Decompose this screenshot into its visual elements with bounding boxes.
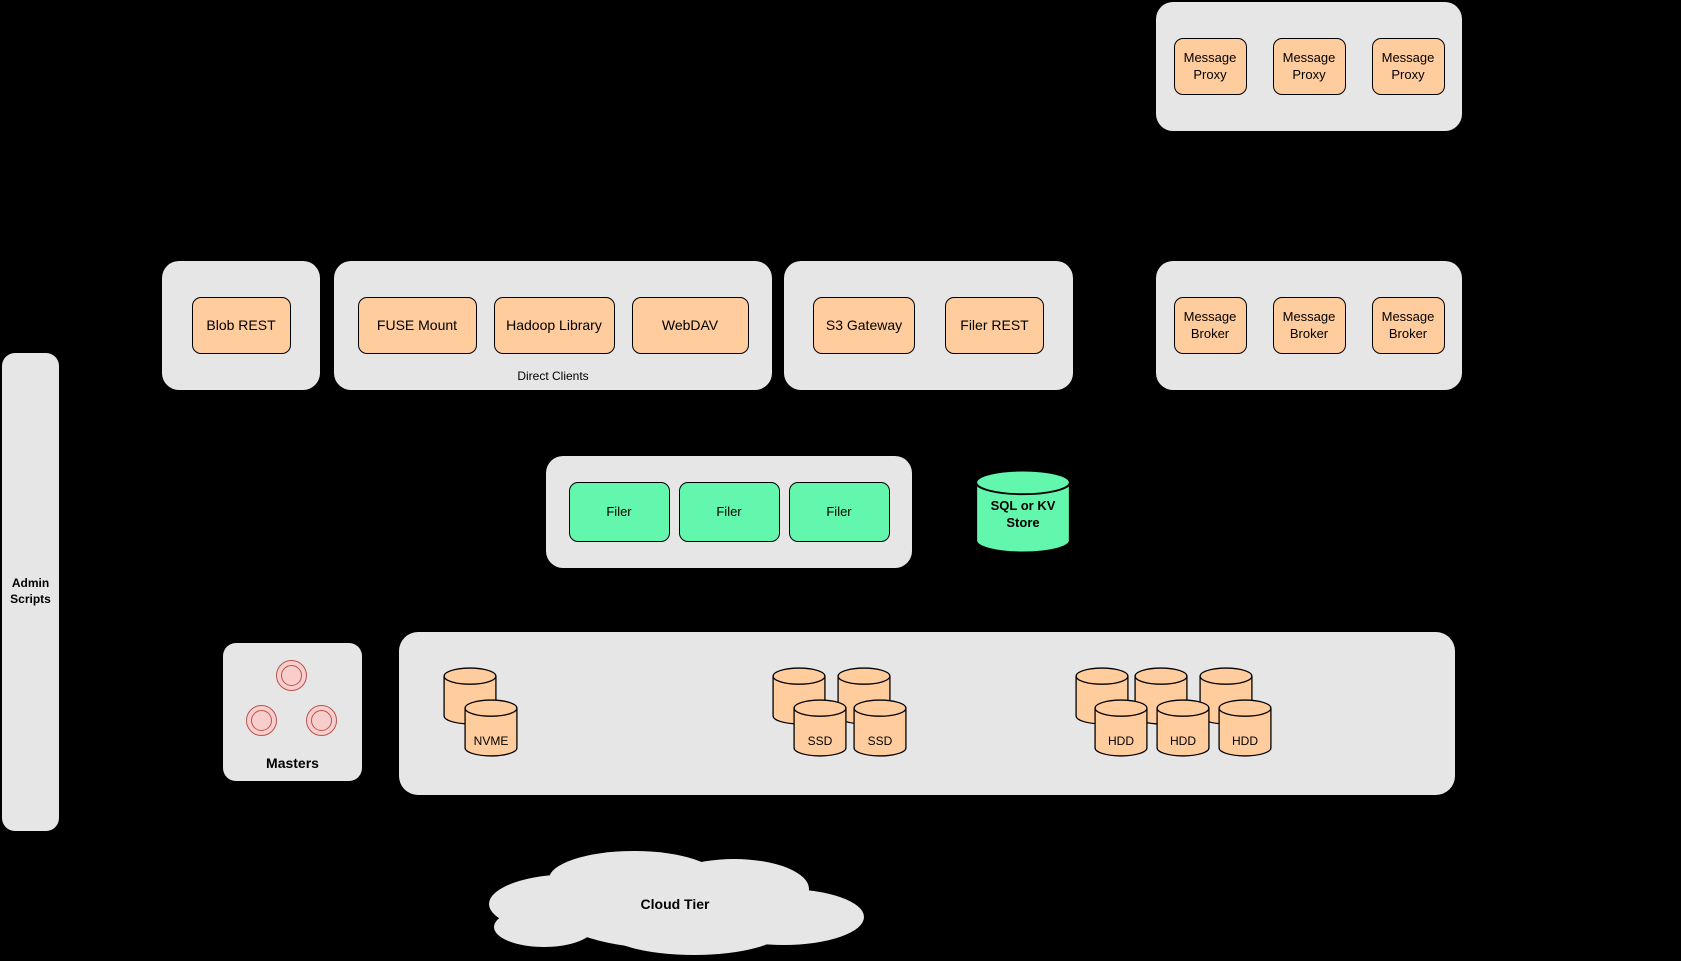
disk-cylinder-icon <box>1156 699 1210 757</box>
cloud-tier-label: Cloud Tier <box>640 896 710 913</box>
ssd-cylinder-front: SSD <box>793 699 847 757</box>
masters-label: Masters <box>266 755 319 771</box>
disk-cylinder-icon <box>464 699 518 757</box>
admin-scripts-panel: Admin Scripts <box>2 353 59 831</box>
disk-cylinder-icon <box>853 699 907 757</box>
disk-cylinder-icon <box>443 667 497 725</box>
hdd-label: HDD <box>1108 734 1134 748</box>
message-broker-group: Message Broker Message Broker Message Br… <box>1156 261 1462 390</box>
s3-gateway-node: S3 Gateway <box>813 297 915 354</box>
message-proxy-node: Message Proxy <box>1173 38 1247 95</box>
volume-server-group: NVME SSD SSD <box>399 632 1455 795</box>
cloud-tier-shape: Cloud Tier <box>484 849 866 961</box>
master-node-icon <box>306 705 337 736</box>
blob-rest-node: Blob REST <box>191 297 291 354</box>
masters-group: Masters <box>223 643 362 781</box>
message-proxy-node: Message Proxy <box>1272 38 1346 95</box>
admin-scripts-label: Admin Scripts <box>10 576 51 606</box>
hdd-label: HDD <box>1170 734 1196 748</box>
webdav-node: WebDAV <box>631 297 749 354</box>
filer-group: Filer Filer Filer <box>546 456 912 568</box>
disk-cylinder-icon <box>1094 699 1148 757</box>
filer-rest-node: Filer REST <box>945 297 1044 354</box>
kv-store-cylinder: SQL or KV Store <box>974 469 1072 554</box>
fuse-mount-node: FUSE Mount <box>357 297 477 354</box>
filer-node: Filer <box>678 482 780 542</box>
hdd-cylinder-front: HDD <box>1218 699 1272 757</box>
master-node-icon <box>276 660 307 691</box>
cloud-icon <box>489 851 864 955</box>
nvme-label: NVME <box>473 734 509 748</box>
master-node-icon <box>246 705 277 736</box>
hdd-cylinder-front: HDD <box>1094 699 1148 757</box>
message-broker-node: Message Broker <box>1272 297 1346 354</box>
filer-node: Filer <box>788 482 890 542</box>
hadoop-library-node: Hadoop Library <box>493 297 615 354</box>
ssd-label: SSD <box>867 734 893 748</box>
message-proxy-node: Message Proxy <box>1371 38 1445 95</box>
direct-clients-group: FUSE Mount Hadoop Library WebDAV Direct … <box>334 261 772 390</box>
database-cylinder-icon <box>974 469 1072 554</box>
nvme-cylinder-back <box>443 667 497 725</box>
nvme-cylinder-front: NVME <box>464 699 518 757</box>
kv-store-label: SQL or KV Store <box>990 497 1056 530</box>
disk-cylinder-icon <box>1218 699 1272 757</box>
hdd-label: HDD <box>1232 734 1258 748</box>
message-proxy-group: Message Proxy Message Proxy Message Prox… <box>1156 2 1462 131</box>
filer-node: Filer <box>568 482 670 542</box>
disk-cylinder-icon <box>793 699 847 757</box>
direct-clients-caption: Direct Clients <box>517 369 589 383</box>
gateway-group: S3 Gateway Filer REST <box>784 261 1073 390</box>
ssd-label: SSD <box>807 734 833 748</box>
message-broker-node: Message Broker <box>1173 297 1247 354</box>
hdd-cylinder-front: HDD <box>1156 699 1210 757</box>
message-broker-node: Message Broker <box>1371 297 1445 354</box>
blob-rest-group: Blob REST <box>162 261 320 390</box>
ssd-cylinder-front: SSD <box>853 699 907 757</box>
